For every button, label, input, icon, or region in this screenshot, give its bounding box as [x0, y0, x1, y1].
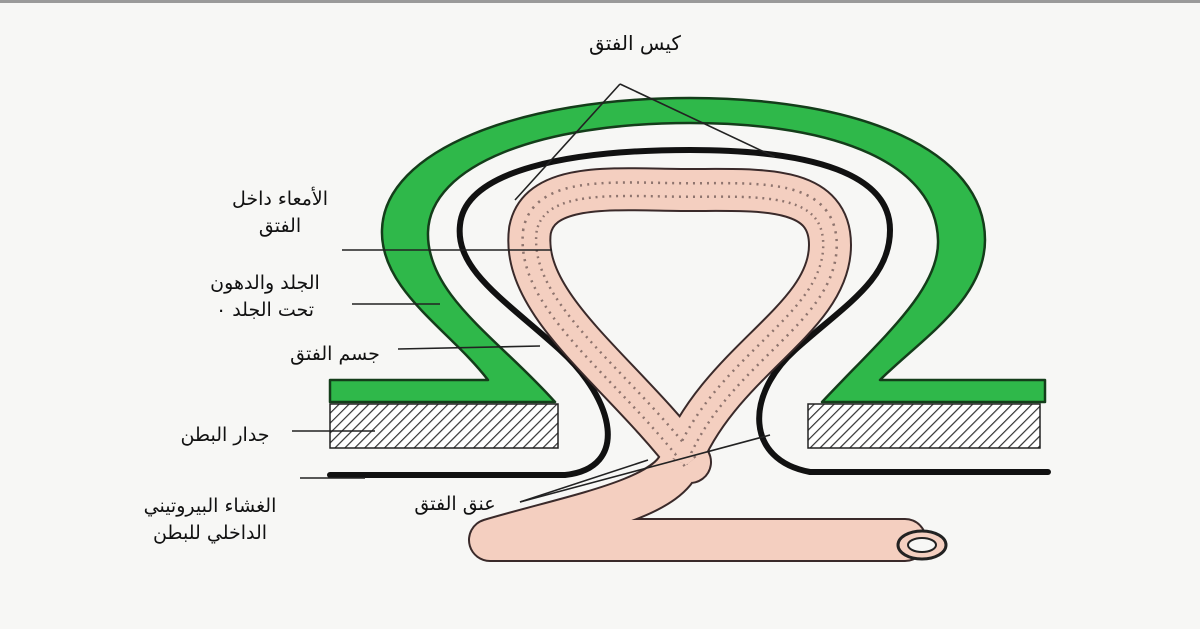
abdominal-wall-right [807, 403, 1041, 449]
skin-fat-label: الجلد والدهون تحت الجلد ٠ [210, 272, 320, 321]
hernia-neck-label: عنق الفتق [414, 493, 496, 515]
intestine-label: الأمعاء داخل الفتق [231, 188, 329, 237]
skin-fat-layer [328, 96, 1047, 404]
abdominal-wall-label: جدار البطن [180, 424, 270, 446]
hernia-sac-label: كيس الفتق [589, 31, 681, 55]
leader-lines [292, 83, 776, 503]
leader-neck-right [519, 434, 771, 503]
peritoneum-label: الغشاء البيروتيني الداخلي للبطن [143, 495, 277, 544]
leader-neck-left [519, 459, 649, 503]
leader-sac-right [619, 83, 776, 158]
leader-sac-left [514, 83, 621, 201]
leader-body [397, 345, 541, 350]
abdominal-wall-left [329, 403, 559, 449]
top-border [0, 0, 1200, 3]
hernia-body-label: جسم الفتق [290, 343, 380, 365]
intestine-loop [468, 167, 948, 562]
